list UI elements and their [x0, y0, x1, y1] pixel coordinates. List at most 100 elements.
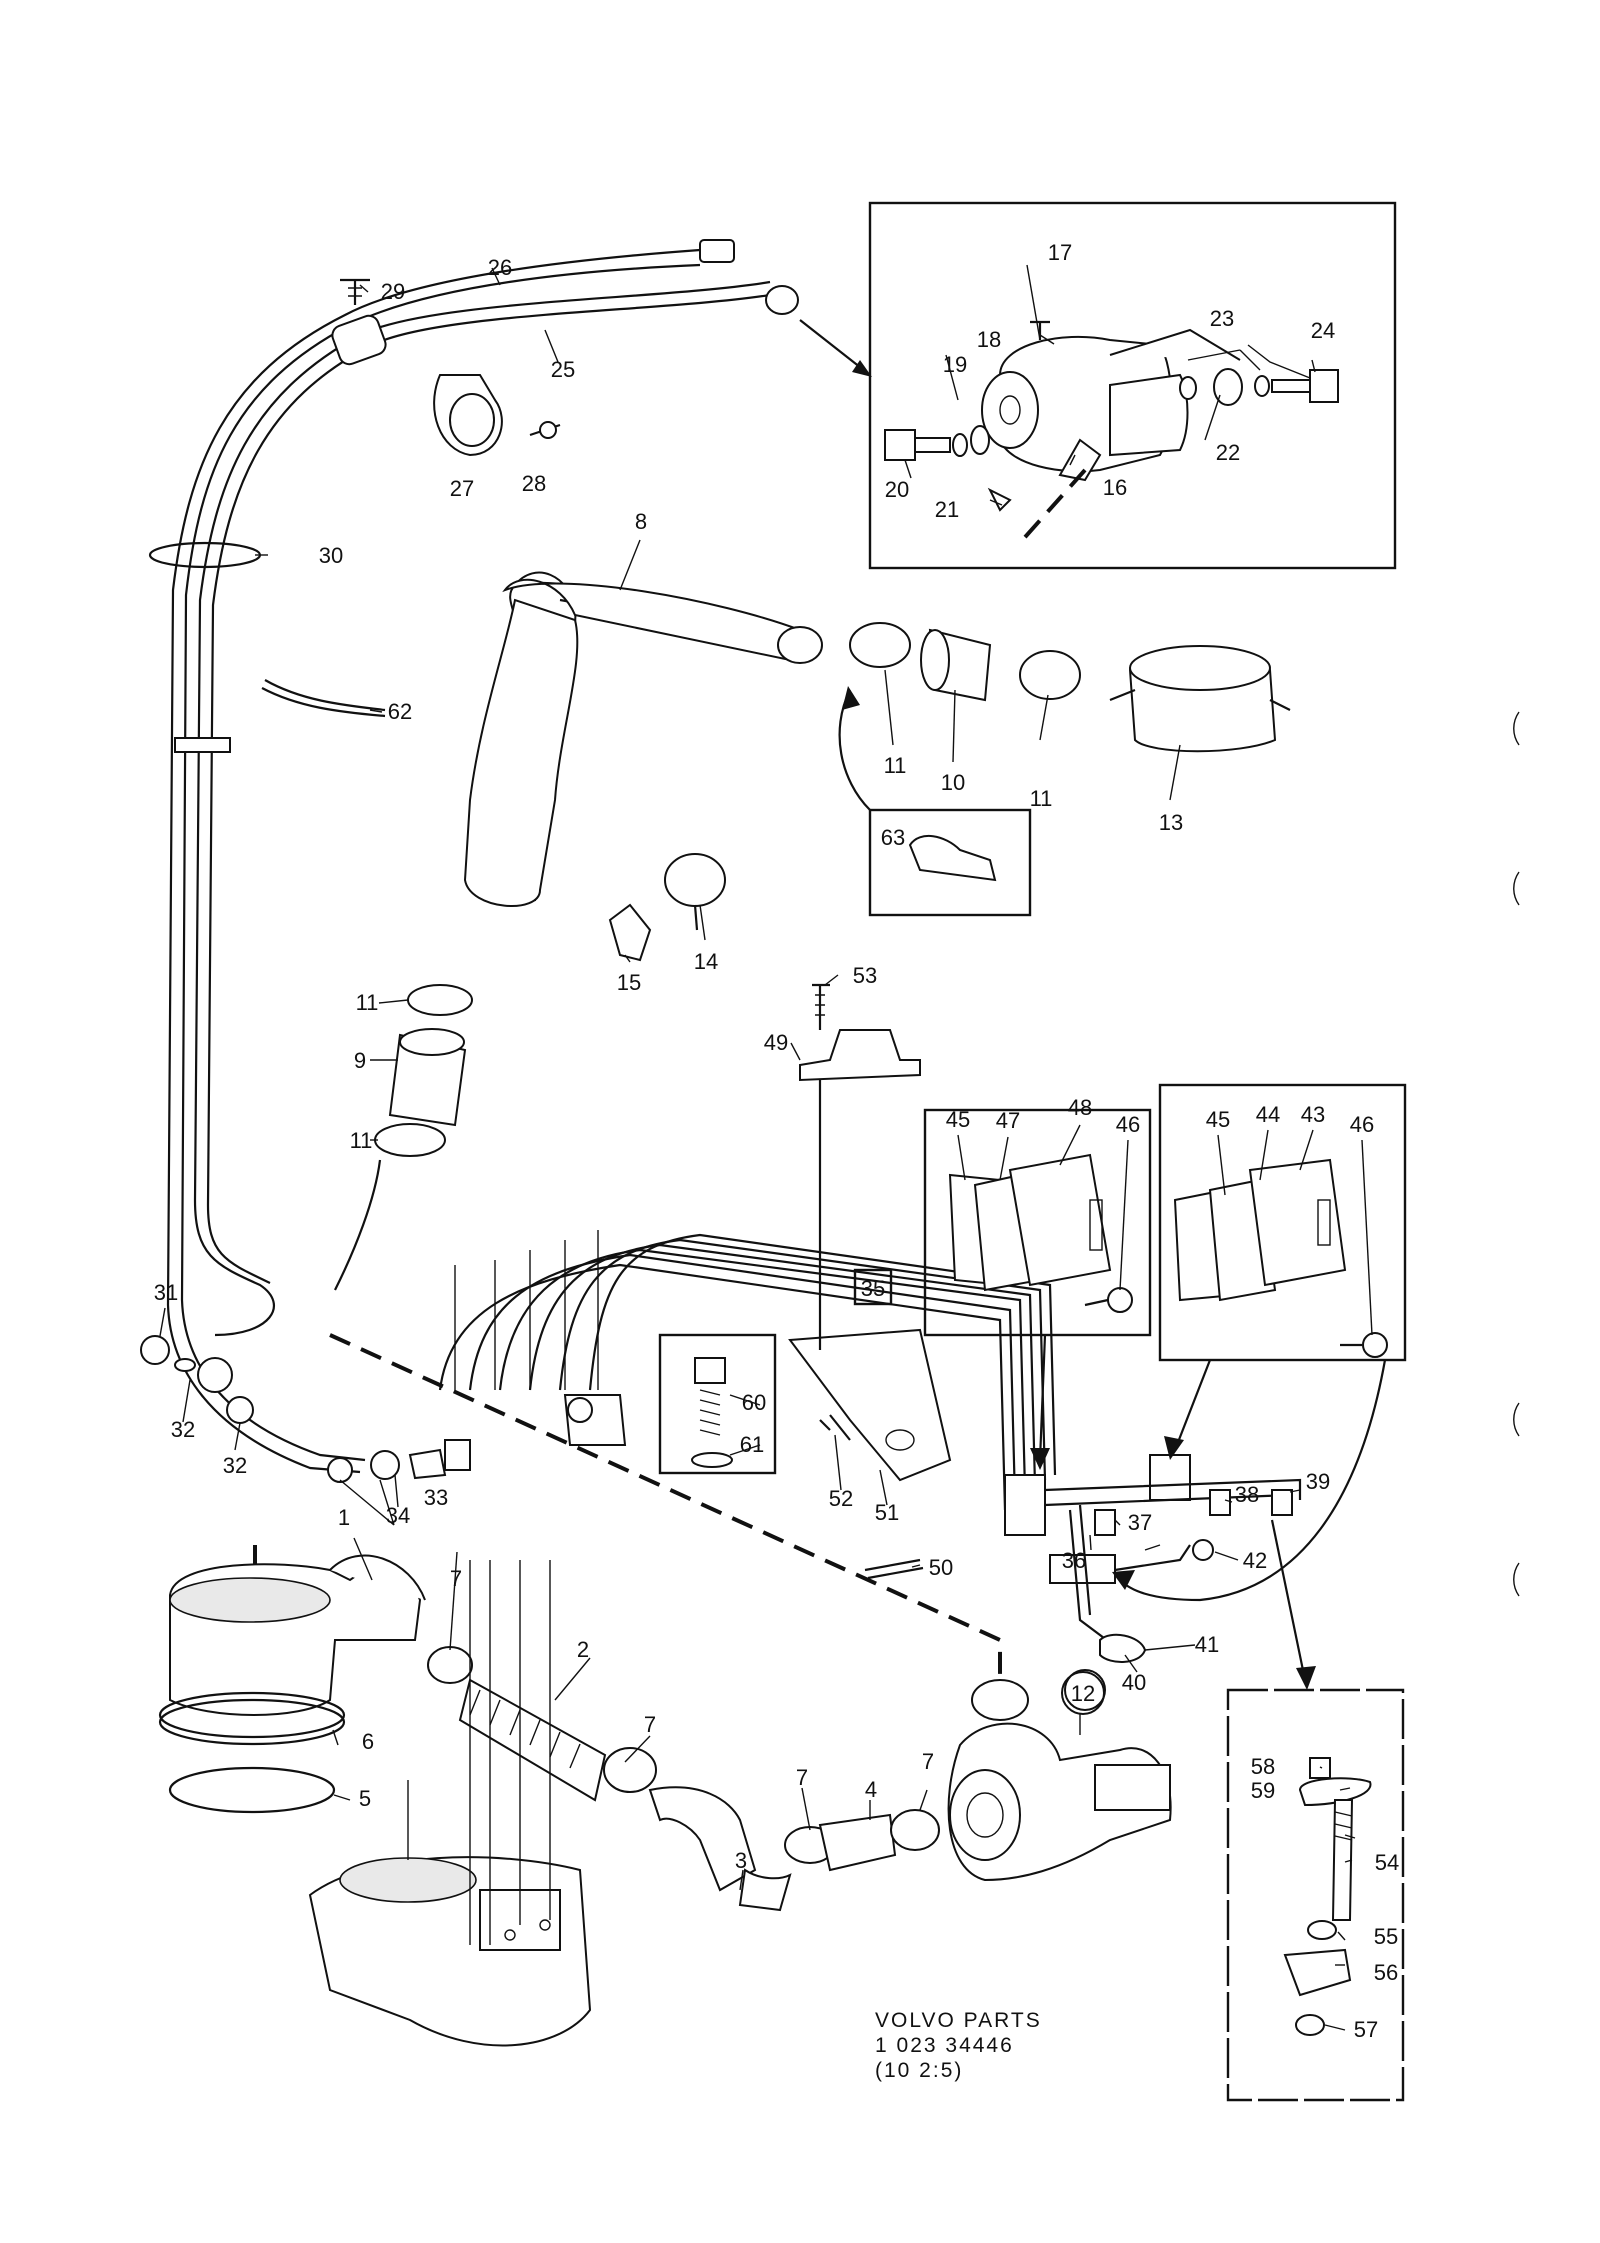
callout-49: 49 [764, 1030, 788, 1055]
callout-7c: 7 [796, 1765, 808, 1790]
callout-24: 24 [1311, 318, 1335, 343]
callout-14: 14 [694, 949, 718, 974]
manifold-base [308, 1560, 592, 2047]
callout-27: 27 [450, 476, 474, 501]
callout-46b: 46 [1350, 1112, 1374, 1137]
callout-60: 60 [742, 1390, 766, 1415]
inset-box-54-59 [1226, 1688, 1405, 2102]
callout-26: 26 [488, 255, 512, 280]
banjo-31-34 [140, 1335, 471, 1483]
clamp-set-43-46 [1173, 1158, 1388, 1358]
callout-33: 33 [424, 1485, 448, 1510]
callout-3: 3 [735, 1848, 747, 1873]
callout-11c: 11 [356, 990, 379, 1015]
callout-9: 9 [354, 1048, 366, 1073]
callout-16: 16 [1103, 475, 1127, 500]
delivery-pipes [438, 983, 1387, 1690]
footer-line-3: (10 2:5) [875, 2059, 963, 2082]
callout-34: 34 [386, 1503, 410, 1528]
turbocharger-12 [947, 1669, 1172, 1882]
callout-31: 31 [154, 1280, 178, 1305]
callout-2: 2 [577, 1637, 589, 1662]
bolt-29 [340, 278, 370, 305]
callout-51: 51 [875, 1500, 899, 1525]
margin-marks [1513, 711, 1520, 1597]
callout-32a: 32 [171, 1417, 195, 1442]
leader-lines [159, 264, 1373, 2031]
hose-10-clamps [849, 622, 1291, 753]
inset-box-63 [868, 808, 1032, 917]
callout-52: 52 [829, 1486, 853, 1511]
inset-box-43-46 [1158, 1083, 1407, 1362]
callout-28: 28 [522, 471, 546, 496]
callout-56: 56 [1374, 1960, 1398, 1985]
sensor-54-59 [1283, 1757, 1372, 2036]
callout-18: 18 [977, 327, 1001, 352]
callout-1: 1 [338, 1505, 350, 1530]
callout-53: 53 [853, 963, 877, 988]
filter-assembly [884, 320, 1339, 547]
inset-box-filter [868, 201, 1397, 570]
callout-11d: 11 [350, 1128, 373, 1153]
callout-5: 5 [359, 1786, 371, 1811]
callout-37: 37 [1128, 1510, 1152, 1535]
callout-30: 30 [319, 543, 343, 568]
callout-44: 44 [1256, 1102, 1280, 1127]
inset-box-60-61 [658, 1333, 777, 1475]
callout-29: 29 [381, 279, 405, 304]
callout-32b: 32 [223, 1453, 247, 1478]
callout-40: 40 [1122, 1670, 1146, 1695]
callout-12-circle [1061, 1671, 1105, 1715]
callout-7a: 7 [450, 1566, 462, 1591]
callout-63: 63 [881, 825, 905, 850]
callout-59: 59 [1251, 1778, 1275, 1803]
callout-61: 61 [740, 1432, 764, 1457]
callout-11b: 11 [1030, 786, 1053, 811]
callout-47: 47 [996, 1108, 1020, 1133]
callout-41: 41 [1195, 1632, 1219, 1657]
callout-17: 17 [1048, 240, 1072, 265]
callout-55: 55 [1374, 1924, 1398, 1949]
callout-38: 38 [1235, 1482, 1259, 1507]
callout-45a: 45 [946, 1107, 970, 1132]
callout-19: 19 [943, 352, 967, 377]
callout-22: 22 [1216, 440, 1240, 465]
air-intake [158, 1554, 426, 1814]
callout-7d: 7 [922, 1749, 934, 1774]
callout-57: 57 [1354, 2017, 1378, 2042]
callout-13: 13 [1159, 810, 1183, 835]
callout-7b: 7 [644, 1712, 656, 1737]
callout-20: 20 [885, 477, 909, 502]
clamp-27 [433, 374, 561, 457]
callout-23: 23 [1210, 306, 1234, 331]
hose-8 [463, 571, 823, 907]
callout-45b: 45 [1206, 1107, 1230, 1132]
callout-54: 54 [1375, 1850, 1399, 1875]
callout-4: 4 [865, 1777, 877, 1802]
callout-25: 25 [551, 357, 575, 382]
callout-36: 36 [1062, 1548, 1086, 1573]
callout-35: 35 [861, 1276, 885, 1301]
footer-line-1: VOLVO PARTS [875, 2009, 1042, 2032]
callout-46a: 46 [1116, 1112, 1140, 1137]
callout-39: 39 [1306, 1469, 1330, 1494]
callout-48: 48 [1068, 1095, 1092, 1120]
callout-12: 12 [1071, 1681, 1095, 1706]
callout-15: 15 [617, 970, 641, 995]
callout-labels: 1 2 3 4 5 6 7 7 7 7 8 9 10 11 11 11 11 1… [154, 240, 1399, 2042]
clamp-set-45-48 [948, 1153, 1133, 1313]
elbow-9 [334, 984, 473, 1291]
inset-box-45-48 [923, 1108, 1152, 1337]
callout-6: 6 [362, 1729, 374, 1754]
callout-62: 62 [388, 699, 412, 724]
callout-42: 42 [1243, 1548, 1267, 1573]
callout-10: 10 [941, 770, 965, 795]
callout-11a: 11 [884, 753, 907, 778]
callout-43: 43 [1301, 1102, 1325, 1127]
callout-21: 21 [935, 497, 959, 522]
callout-50: 50 [929, 1555, 953, 1580]
callout-8: 8 [635, 509, 647, 534]
hoses-2-3-4 [427, 1646, 940, 1912]
callout-58: 58 [1251, 1754, 1275, 1779]
